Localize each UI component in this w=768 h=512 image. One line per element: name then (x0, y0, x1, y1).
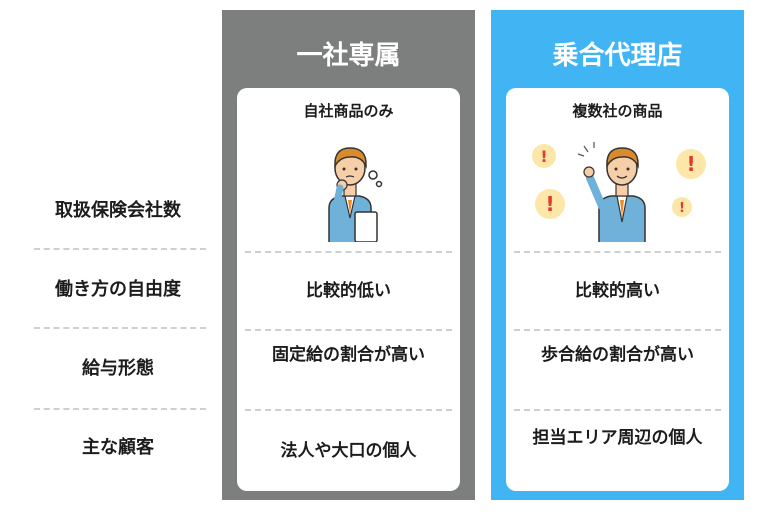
card-divider (245, 409, 452, 411)
customers-value: 担当エリア周辺の個人 (532, 428, 703, 448)
card-divider (514, 409, 721, 411)
row-divider (34, 248, 206, 250)
products-text: 自社商品のみ (303, 102, 394, 120)
svg-text:!: ! (679, 201, 685, 216)
freedom-value: 比較的低い (306, 281, 391, 301)
row-label-insurers: 取扱保険会社数 (55, 200, 181, 221)
row-divider (34, 327, 206, 329)
confident-person-icon: ! ! ! ! (532, 142, 706, 242)
column-card: 自社商品のみ 比較的低い 固定給の割合が高い 法人や大口 (237, 88, 460, 491)
card-divider (514, 251, 721, 253)
exclamation-icon: ! ! ! ! (532, 144, 706, 219)
salary-value: 歩合給の割合が高い (541, 345, 694, 365)
svg-text:!: ! (545, 192, 554, 216)
freedom-value: 比較的高い (575, 281, 660, 301)
column-agency: 乗合代理店 複数社の商品 ! ! ! ! (491, 10, 744, 500)
products-text: 複数社の商品 (572, 102, 663, 120)
row-label-freedom: 働き方の自由度 (55, 279, 181, 300)
salary-value: 固定給の割合が高い (272, 345, 425, 365)
row-label-customers: 主な顧客 (82, 437, 154, 458)
column-exclusive: 一社専属 自社商品のみ 比較的低い 固定給の割合が高い (222, 10, 475, 500)
thinking-person-icon (328, 147, 383, 242)
card-divider (245, 251, 452, 253)
svg-text:!: ! (686, 152, 695, 176)
card-divider (245, 329, 452, 331)
customers-value: 法人や大口の個人 (280, 441, 417, 461)
column-title: 乗合代理店 (552, 41, 683, 71)
card-divider (514, 329, 721, 331)
column-card: 複数社の商品 ! ! ! ! (506, 88, 729, 491)
svg-text:!: ! (540, 147, 547, 166)
row-divider (34, 408, 206, 410)
row-label-salary: 給与形態 (82, 358, 154, 379)
column-title: 一社専属 (296, 41, 401, 71)
